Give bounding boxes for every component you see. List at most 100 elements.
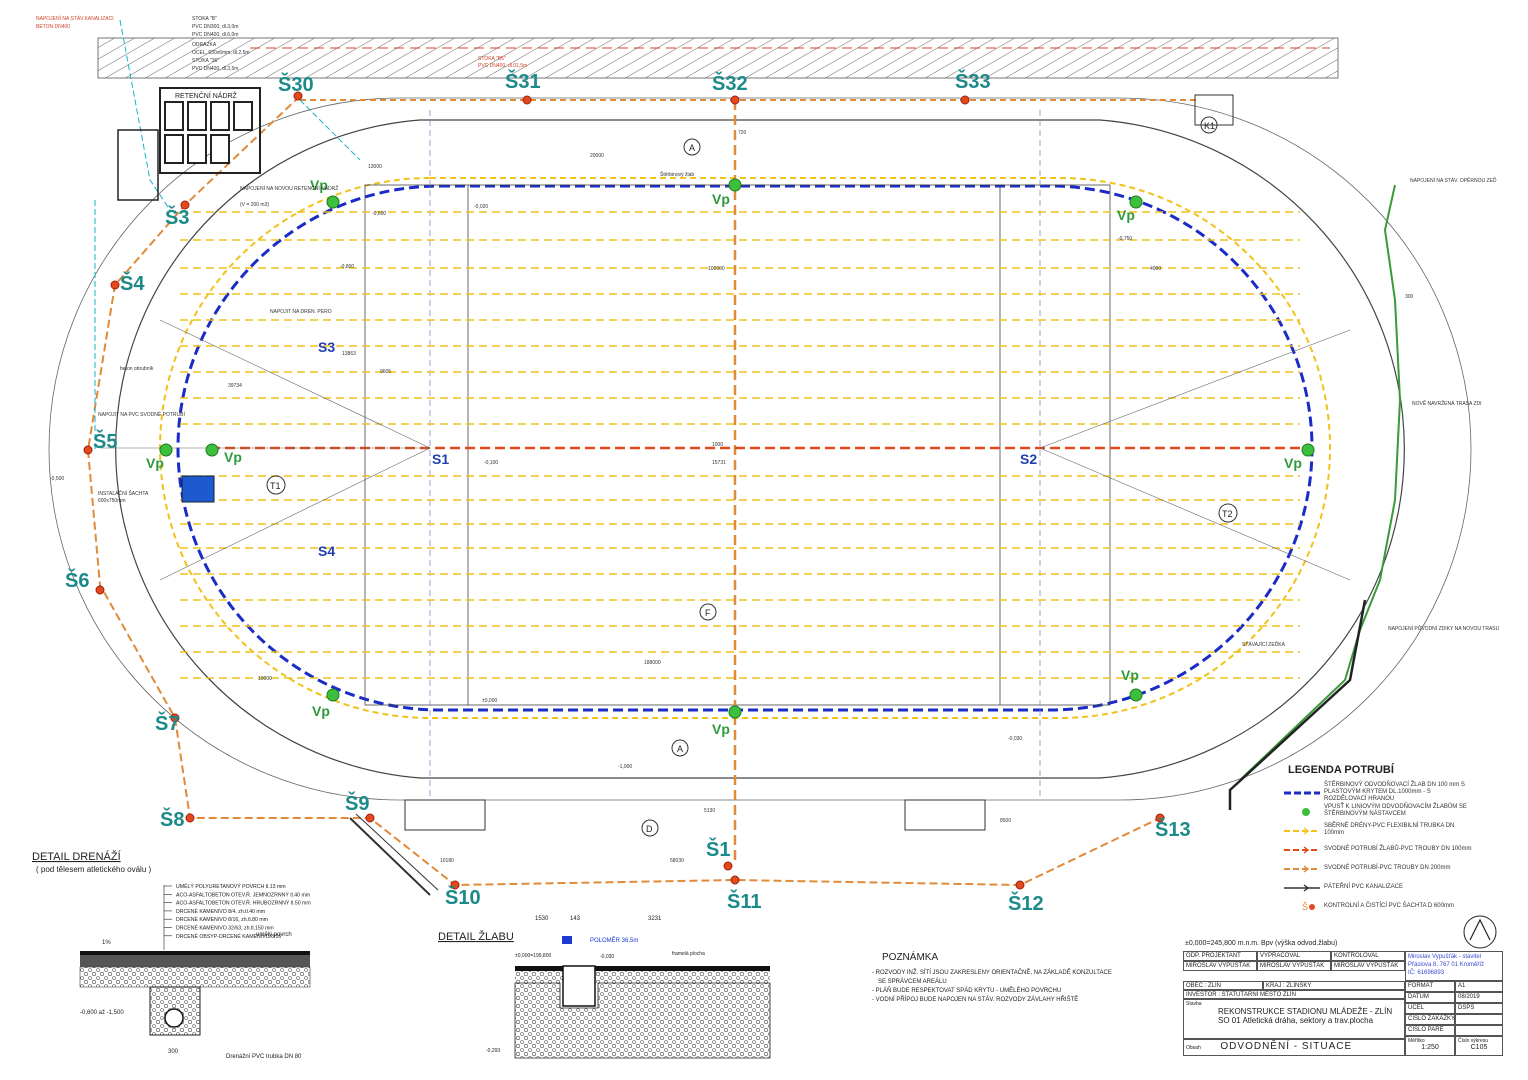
- detail-channel: DETAIL ŽLABU 1530 143 3231 POLOMĚR 36,5m…: [438, 916, 771, 1059]
- dim-15: 5130: [704, 808, 715, 814]
- track-drain-oval: [159, 177, 1331, 719]
- note-top-2: STOKA "B": [192, 16, 217, 22]
- inlet-label: Vp: [1117, 207, 1135, 223]
- note-retention-volume: (V = 200 m3): [240, 202, 269, 208]
- legend-text: ŠTĚRBINOVÝ ODVODŇOVACÍ ŽLAB DN 100 mm S …: [1324, 781, 1465, 802]
- manhole-label: Š3: [165, 205, 189, 229]
- datum-line: ±0,000=245,800 m.n.m. Bpv (výška odvod.ž…: [1185, 940, 1338, 947]
- drain-layer-item: DRCENÉ KAMENIVO 8/16, zh.tl.80 mm: [176, 916, 268, 923]
- manhole-marker: [170, 713, 180, 723]
- title-block: ±0,000=245,800 m.n.m. Bpv (výška odvod.ž…: [1183, 940, 1503, 1058]
- note-new-wall: NOVĚ NAVRŽENÁ TRASA ZDI: [1412, 399, 1482, 407]
- s-labels: S1 S2 S3 S4: [318, 339, 1037, 559]
- drawing-cell: Obsah ODVODNĚNÍ - SITUACE: [1183, 1039, 1405, 1056]
- installation-shaft: [181, 475, 215, 503]
- legend-text: VPUSŤ K LINIOVÝM ODVODŇOVACÍM ŽLABŮM SE …: [1324, 804, 1467, 817]
- zone-d: D: [646, 824, 653, 834]
- object-name: SO 01 Atletická dráha, sektory a trav.pl…: [1218, 1016, 1374, 1025]
- legend-text: SBĚRNÉ DRÉNY-PVC FLEXIBILNÍ TRUBKA DN 10…: [1324, 823, 1455, 836]
- drain-layer-item: DRCENÉ KAMENIVO 8/4, zh.tl.40 mm: [176, 908, 265, 915]
- dim-1: 13000: [368, 164, 382, 170]
- dim-12: 4000: [1150, 266, 1161, 272]
- legend-item: SVODNÉ POTRUBÍ ŽLABŮ-PVC TROUBY DN 100mm: [1280, 843, 1474, 855]
- inlet-marker: [728, 178, 742, 192]
- role-2: KONTROLOVAL: [1331, 951, 1405, 961]
- note-line-3: - VODNÍ PŘÍPOJ BUDE NAPOJEN NA STÁV. ROZ…: [872, 995, 1078, 1003]
- legend: LEGENDA POTRUBÍ ŠTĚRBINOVÝ ODVODŇOVACÍ Ž…: [1280, 764, 1510, 924]
- dim-4: 9605: [380, 369, 391, 375]
- level-2: -0,020: [474, 204, 488, 210]
- drain-layer-item: UMĚLÝ POLYURETANOVÝ POVRCH tl.13 mm: [176, 882, 286, 890]
- legend-item: SVODNÉ POTRUBÍ-PVC TROUBY DN 200mm: [1280, 862, 1474, 874]
- project-name: REKONSTRUKCE STADIONU MLÁDEŽE - ZLÍN: [1218, 1007, 1393, 1016]
- manhole-label: Š1: [706, 837, 730, 861]
- scale-label: Měřítko: [1408, 1038, 1425, 1044]
- level-5: -1,900: [618, 764, 632, 770]
- drain-layer-list: UMĚLÝ POLYURETANOVÝ POVRCH tl.13 mmACO-A…: [163, 882, 311, 950]
- note-connect-drain: NAPOJIT NA DREN. PERO: [270, 309, 332, 315]
- dim-2: 102000: [708, 266, 725, 272]
- note-old-wall: NAPOJENÍ PŮVODNÍ ZDIKY NA NOVOU TRASU: [1388, 625, 1500, 632]
- football-field: [364, 110, 1111, 800]
- number-cell: Číslo výkresu C105: [1455, 1036, 1503, 1056]
- legend-symbol: [1280, 843, 1324, 855]
- inlet-label: Vp: [1121, 667, 1139, 683]
- name-0: MIROSLAV VYPUŠŤÁK: [1183, 961, 1257, 971]
- zone-k1: K1: [1204, 121, 1215, 131]
- manhole-label: Š10: [445, 885, 481, 909]
- manhole-label: Š30: [278, 72, 314, 96]
- manhole-label: Š4: [120, 271, 145, 295]
- note-top-8: PVC DN400, dl.3,5m: [192, 66, 238, 72]
- manhole-label: Š6: [65, 568, 89, 592]
- note-slot-channel: Štěrbinový žlab: [660, 171, 694, 178]
- inlet-marker: [1301, 443, 1315, 457]
- legend-text: KONTROLNÍ A ČISTÍCÍ PVC ŠACHTA D 600mm: [1324, 902, 1454, 909]
- retention-tank: RETENČNÍ NÁDRŽ: [117, 87, 261, 201]
- dim-5: 15731: [712, 460, 726, 466]
- manhole-label: Š11: [727, 889, 761, 913]
- top-left-notes: NAPOJENÍ NA STÁV.KANALIZACI BETON DN400 …: [36, 15, 250, 72]
- legend-text: SVODNÉ POTRUBÍ-PVC TROUBY DN 200mm: [1324, 864, 1451, 871]
- manhole-marker: [723, 861, 733, 871]
- manhole-marker: [1155, 813, 1165, 823]
- investor: INVESTOR : STATUTÁRNÍ MĚSTO ZLÍN: [1183, 990, 1405, 999]
- note-stoka-pvc: PVC DN400, dl.01,5m: [478, 63, 527, 69]
- scale-value: 1:250: [1421, 1044, 1439, 1051]
- dim-13: 720: [738, 130, 747, 136]
- legend-symbol: [1280, 881, 1324, 893]
- obec: OBEC : ZLÍN: [1183, 981, 1263, 990]
- channel-level-1: -0,030: [600, 954, 614, 960]
- manhole-marker: [293, 91, 303, 101]
- dim-0: 20000: [590, 153, 604, 159]
- note-existing-wall: STÁVAJÍCÍ ZEĎKA: [1242, 640, 1286, 648]
- field-value: DSPS: [1455, 1003, 1503, 1014]
- manhole-marker: [730, 95, 740, 105]
- collector-drains: [180, 211, 1300, 679]
- note-line-2: - PLÁŇ BUDE RESPEKTOVAT SPÁD KRYTU - UMĚ…: [872, 986, 1061, 994]
- zone-f: F: [705, 608, 711, 618]
- field-value: [1455, 1025, 1503, 1036]
- manhole-marker: [185, 813, 195, 823]
- note-shaft-size: 600x750mm: [98, 498, 126, 504]
- dim-6: 39734: [228, 383, 242, 389]
- drain-layer-item: ACO-ASFALTOBETON OTEV.Ř. JEMNOZRNNÝ tl.4…: [176, 890, 310, 898]
- drain-layer-item: DRCENÉ KAMENIVO 32/63, zh.tl.150 mm: [176, 925, 274, 932]
- obsah-label: Obsah: [1186, 1045, 1201, 1051]
- manhole-marker: [365, 813, 375, 823]
- note-top-5: ODRAZKA: [192, 42, 217, 48]
- radial-guides: [100, 319, 1351, 581]
- north-arrow: [1463, 915, 1497, 949]
- manhole-label: Š7: [155, 711, 179, 735]
- bottom-structures: [349, 799, 986, 896]
- top-hatched-wall: [97, 37, 1339, 79]
- level-6: -0,500: [50, 476, 64, 482]
- annotations: NAPOJENÍ NA NOVOU RETENČNÍ NÁDRŽ (V = 20…: [98, 56, 1500, 648]
- note-title: POZNÁMKA: [882, 950, 938, 963]
- manhole-marker: [110, 280, 120, 290]
- detail-drain-subtitle: ( pod tělesem atletického oválu ): [36, 865, 152, 874]
- levels: -0,600 -0,800 -0,020 ±0,000 -0,100 -1,90…: [50, 204, 1132, 770]
- legend-symbol: [1280, 786, 1324, 798]
- legend-text: PÁTEŘNÍ PVC KANALIZACE: [1324, 883, 1404, 890]
- manhole-label: Š5: [93, 429, 117, 453]
